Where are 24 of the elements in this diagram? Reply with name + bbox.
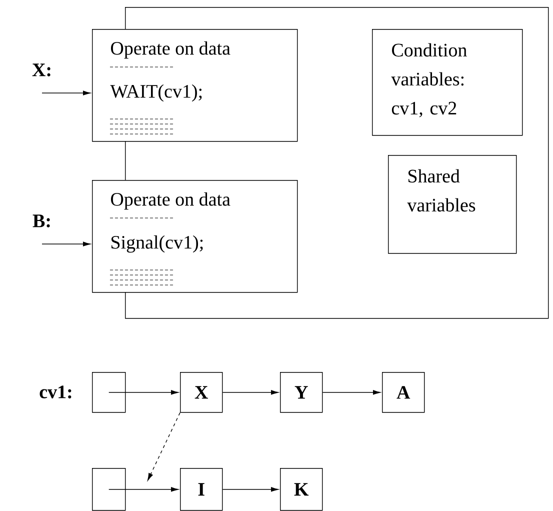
arrow [108,487,178,492]
queue-cell: K [280,468,323,511]
queue-cell: I [180,468,223,511]
process-label: X: [32,64,50,76]
code-line: Operate on data [111,41,230,59]
queue-head-box [92,372,126,413]
arrow [222,390,278,395]
queue-cell: Y [280,372,323,413]
variables-box: Shared variables [388,155,517,254]
arrow [322,390,380,395]
arrow [42,90,90,96]
arrow [222,487,278,492]
code-line: WAIT(cv1); [110,84,202,102]
arrow [147,412,180,481]
process-label: B: [32,214,50,228]
variables-box: Condition variables: cv1, cv2 [372,29,523,136]
arrow [108,390,178,395]
queue-cell: X [180,372,223,413]
queue-label: cv1: [40,386,72,398]
queue-cell: A [382,372,425,413]
queue-head-box [92,468,126,511]
arrow [42,242,90,246]
code-line: Operate on data [111,192,230,210]
code-line: Signal(cv1); [111,235,203,253]
